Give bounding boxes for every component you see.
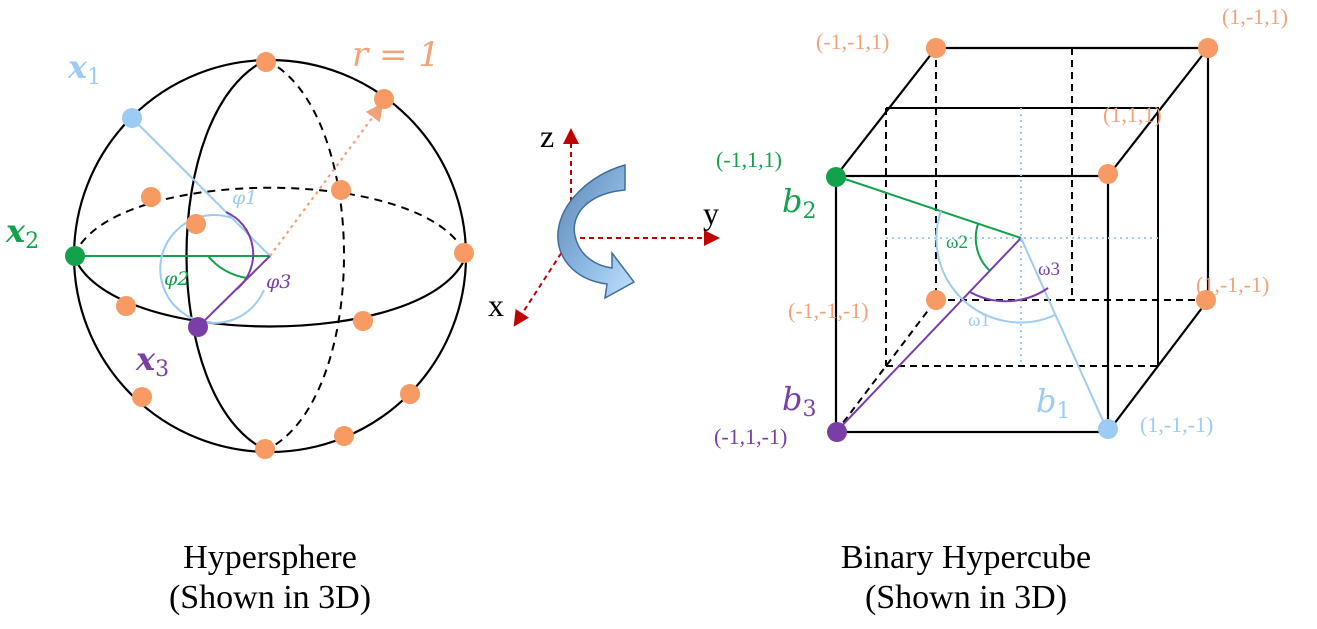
cube-depth-edge (1107, 299, 1209, 433)
label-phi2: φ2 (164, 268, 189, 290)
label-x1: x1 (67, 48, 101, 90)
vector-b2-line (835, 175, 1022, 239)
hypercube-caption: Binary Hypercube (Shown in 3D) (806, 538, 1126, 618)
angle-omega2-arc (974, 223, 991, 272)
corner-label-m111: (-1,1,1) (716, 147, 782, 172)
sphere-point (132, 387, 152, 407)
sphere-point (374, 89, 394, 109)
vertex-b1 (1098, 419, 1118, 439)
sphere-equator-back (73, 186, 467, 257)
angle-phi3-arc (225, 211, 255, 290)
hypercube-caption-line1: Binary Hypercube (840, 539, 1092, 576)
cube-vertex (926, 38, 946, 58)
vertex-b2 (826, 167, 846, 187)
cube-vertex (926, 290, 946, 310)
cube-depth-edge-hidden (835, 299, 937, 433)
axis-y-label: y (703, 195, 719, 231)
label-phi1: φ1 (232, 187, 257, 209)
hypersphere: r = 1 x1 x2 x3 φ1 φ2 φ3 (5, 35, 474, 459)
cube-middle-solid-edges (886, 107, 1159, 366)
label-b2: b2 (782, 182, 816, 224)
cube-vertex (1196, 290, 1216, 310)
hypersphere-caption-line2: (Shown in 3D) (168, 579, 372, 616)
corner-label-m1m11: (-1,-1,1) (816, 29, 889, 54)
corner-label-1m1m1-front: (1,-1,-1) (1140, 412, 1213, 437)
angle-phi2-arc (207, 255, 248, 279)
label-omega3: ω3 (1038, 259, 1060, 280)
sphere-point (256, 52, 276, 72)
angle-omega1-arc (935, 210, 1056, 324)
sphere-sample-points (116, 52, 474, 459)
point-x1 (122, 108, 142, 128)
vector-x3-line (197, 255, 271, 328)
corner-label-1m1m1: (1,-1,-1) (1196, 272, 1269, 297)
corner-label-m1m1m1: (-1,-1,-1) (788, 298, 869, 323)
vector-x1-line (131, 117, 271, 257)
cube-depth-edge (835, 47, 937, 177)
sphere-equator-front (72, 255, 468, 328)
axis-x-label: x (488, 287, 504, 323)
vector-b1-line (1020, 237, 1109, 433)
cube-vertices (926, 38, 1218, 310)
coordinate-axes: z y x (488, 118, 720, 327)
sphere-point (454, 243, 474, 263)
radius-label: r = 1 (352, 35, 440, 75)
curved-arrow-icon (557, 164, 636, 300)
sphere-meridian-back (265, 59, 345, 451)
sphere-point (353, 311, 373, 331)
cube-vertex (1198, 38, 1218, 58)
corner-label-111: (1,1,1) (1103, 102, 1162, 127)
axis-x (513, 237, 572, 327)
sphere-point (116, 296, 136, 316)
label-x2: x2 (5, 212, 39, 254)
hypercube-caption-line2: (Shown in 3D) (864, 579, 1068, 616)
corner-label-m11m1: (-1,1,-1) (714, 424, 787, 449)
radius-arrow (269, 102, 384, 257)
sphere-point (400, 384, 420, 404)
cube-front-face (834, 174, 1110, 434)
cube-vertex (1098, 164, 1118, 184)
sphere-point (334, 426, 354, 446)
corner-label-1m11: (1,-1,1) (1222, 4, 1288, 29)
hypersphere-caption-line1: Hypersphere (183, 539, 357, 576)
label-omega2: ω2 (946, 232, 968, 253)
point-x3 (188, 317, 208, 337)
label-b3: b3 (782, 380, 816, 422)
sphere-point (255, 439, 275, 459)
vertex-b3 (827, 422, 847, 442)
label-b1: b1 (1036, 382, 1070, 424)
sphere-point (186, 214, 206, 234)
sphere-point (141, 187, 161, 207)
label-x3: x3 (135, 340, 169, 382)
label-phi3: φ3 (266, 271, 291, 293)
cube-depth-edge (1107, 47, 1209, 177)
sphere-point (331, 180, 351, 200)
hypersphere-caption: Hypersphere (Shown in 3D) (120, 538, 420, 618)
label-omega1: ω1 (968, 310, 990, 331)
hypercube: (-1,-1,1) (1,-1,1) (1,1,1) (-1,1,1) (-1,… (714, 4, 1288, 449)
vector-b3-line (835, 237, 1022, 433)
axis-z-label: z (540, 118, 554, 154)
angle-omega3-arc (969, 287, 1049, 303)
point-x2 (65, 246, 85, 266)
